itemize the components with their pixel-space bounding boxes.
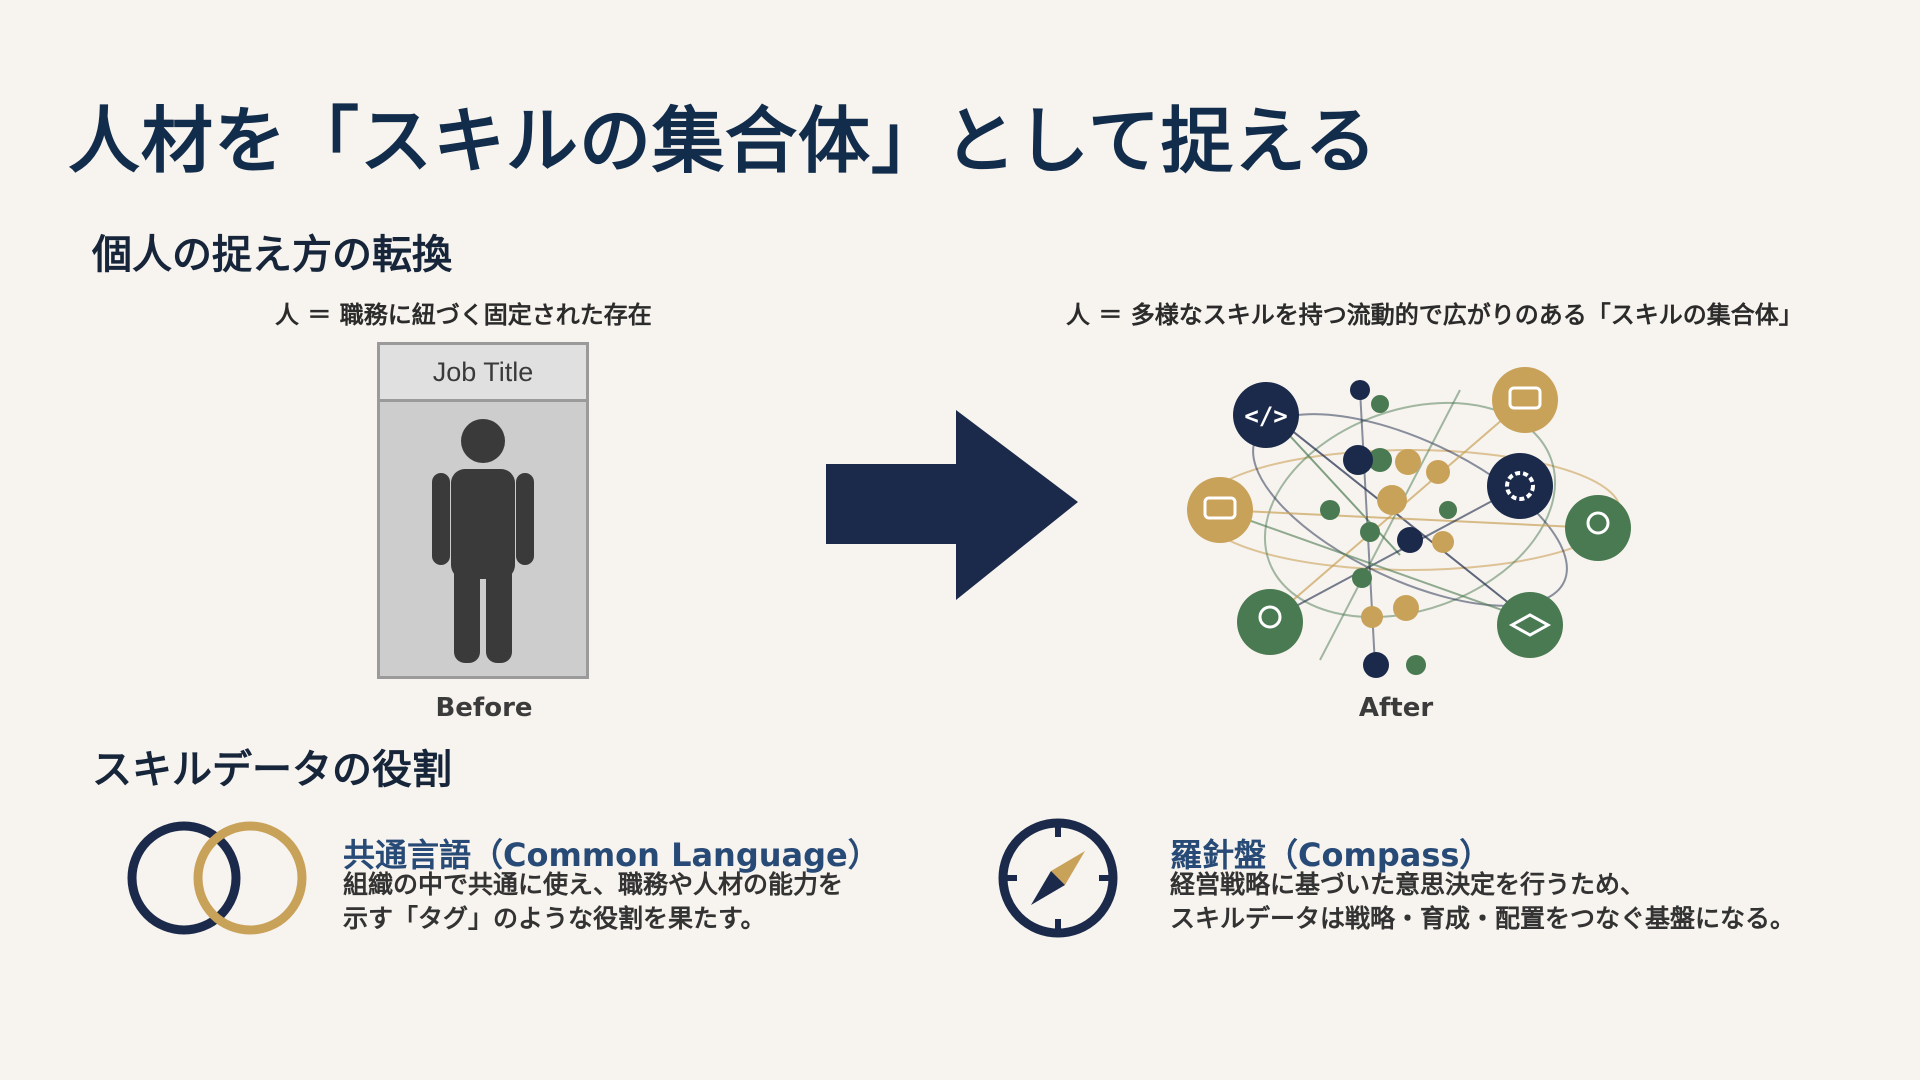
before-label: Before xyxy=(435,693,533,723)
after-label: After xyxy=(1358,693,1434,723)
section-heading-role: スキルデータの役割 xyxy=(92,747,452,793)
interlocking-rings-icon xyxy=(127,821,307,935)
role-desc-compass: 経営戦略に基づいた意思決定を行うため、 スキルデータは戦略・育成・配置をつなぐ基… xyxy=(1170,870,1796,933)
after-caption: 人 ＝ 多様なスキルを持つ流動的で広がりのある「スキルの集合体」 xyxy=(1066,301,1803,329)
section-heading-transformation: 個人の捉え方の転換 xyxy=(92,232,452,278)
person-icon xyxy=(432,419,534,663)
arrow-right-icon xyxy=(826,410,1078,600)
page-title: 人材を「スキルの集合体」として捉える xyxy=(68,99,1378,183)
role-title-compass: 羅針盤（Compass） xyxy=(1170,836,1492,874)
role-desc-common-language: 組織の中で共通に使え、職務や人材の能力を 示す「タグ」のような役割を果たす。 xyxy=(343,870,844,933)
role-title-common-language: 共通言語（Common Language） xyxy=(343,836,880,874)
job-card: Job Title xyxy=(377,342,589,679)
compass-icon xyxy=(998,818,1118,938)
skill-network-icon: </> xyxy=(1187,367,1631,678)
before-caption: 人 ＝ 職務に紐づく固定された存在 xyxy=(275,301,652,329)
job-card-header: Job Title xyxy=(380,345,586,402)
svg-text:</>: </> xyxy=(1244,402,1287,430)
